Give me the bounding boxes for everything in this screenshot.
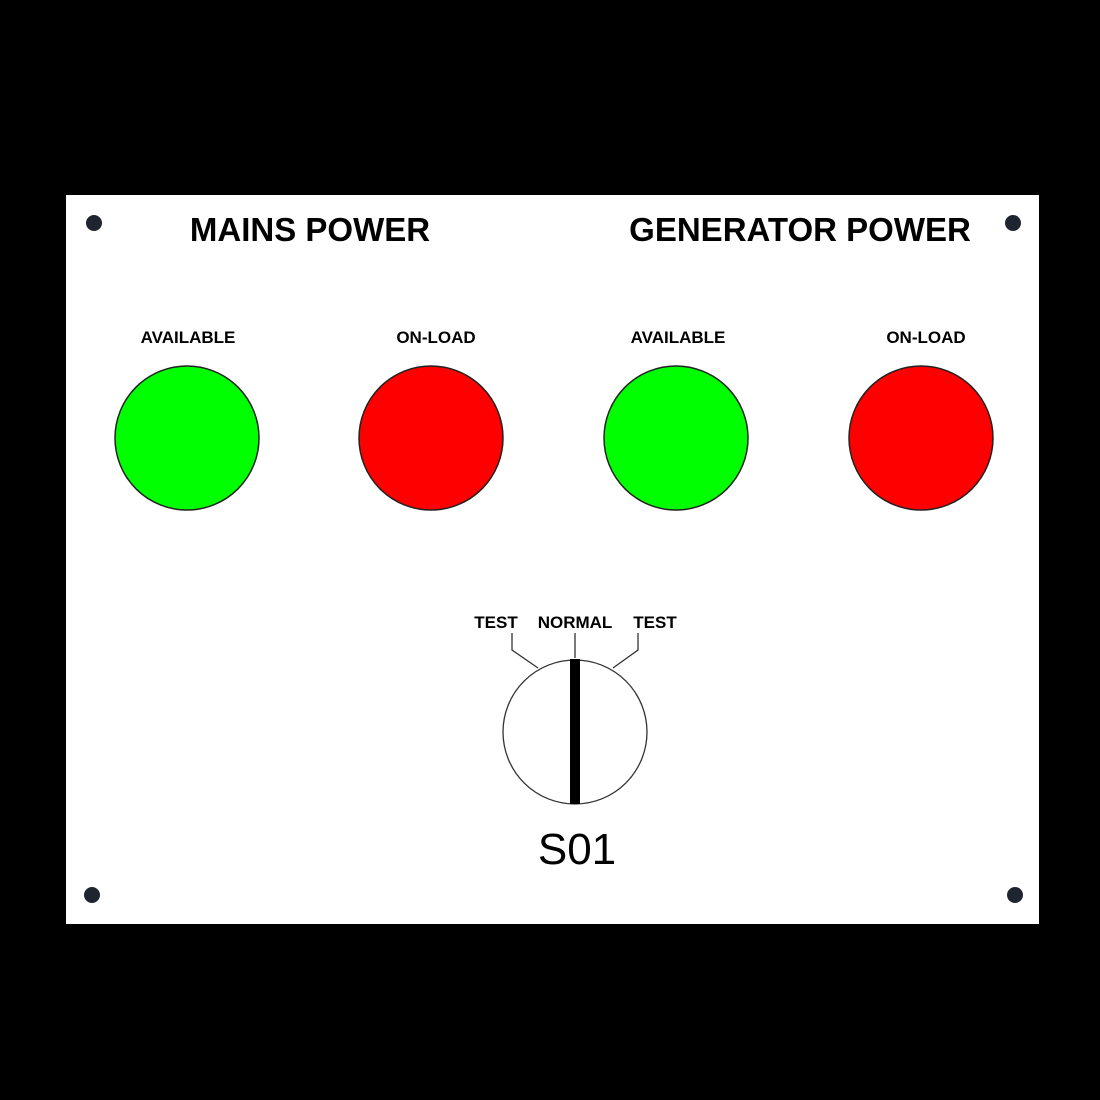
generator-onload-label: ON-LOAD (886, 328, 965, 347)
generator-power-heading: GENERATOR POWER (629, 211, 971, 248)
generator-available-label: AVAILABLE (631, 328, 726, 347)
screw-icon (84, 887, 100, 903)
switch-tag-label: S01 (538, 825, 616, 874)
screw-icon (1005, 215, 1021, 231)
generator-available-lamp (603, 365, 749, 511)
leader-line (612, 633, 639, 669)
mains-available-label: AVAILABLE (141, 328, 236, 347)
switch-position-test-right: TEST (633, 613, 677, 632)
screw-icon (86, 215, 102, 231)
screw-icon (1007, 887, 1023, 903)
panel-plate (66, 195, 1039, 924)
switch-position-test-left: TEST (474, 613, 518, 632)
mains-power-heading: MAINS POWER (190, 211, 430, 248)
switch-pointer-bar (570, 659, 580, 804)
leader-line (511, 633, 539, 669)
mains-onload-lamp (358, 365, 504, 511)
mains-available-lamp (114, 365, 260, 511)
generator-onload-lamp (848, 365, 994, 511)
selector-switch[interactable]: TEST NORMAL TEST (474, 613, 677, 805)
mains-onload-label: ON-LOAD (396, 328, 475, 347)
switch-position-normal: NORMAL (538, 613, 613, 632)
